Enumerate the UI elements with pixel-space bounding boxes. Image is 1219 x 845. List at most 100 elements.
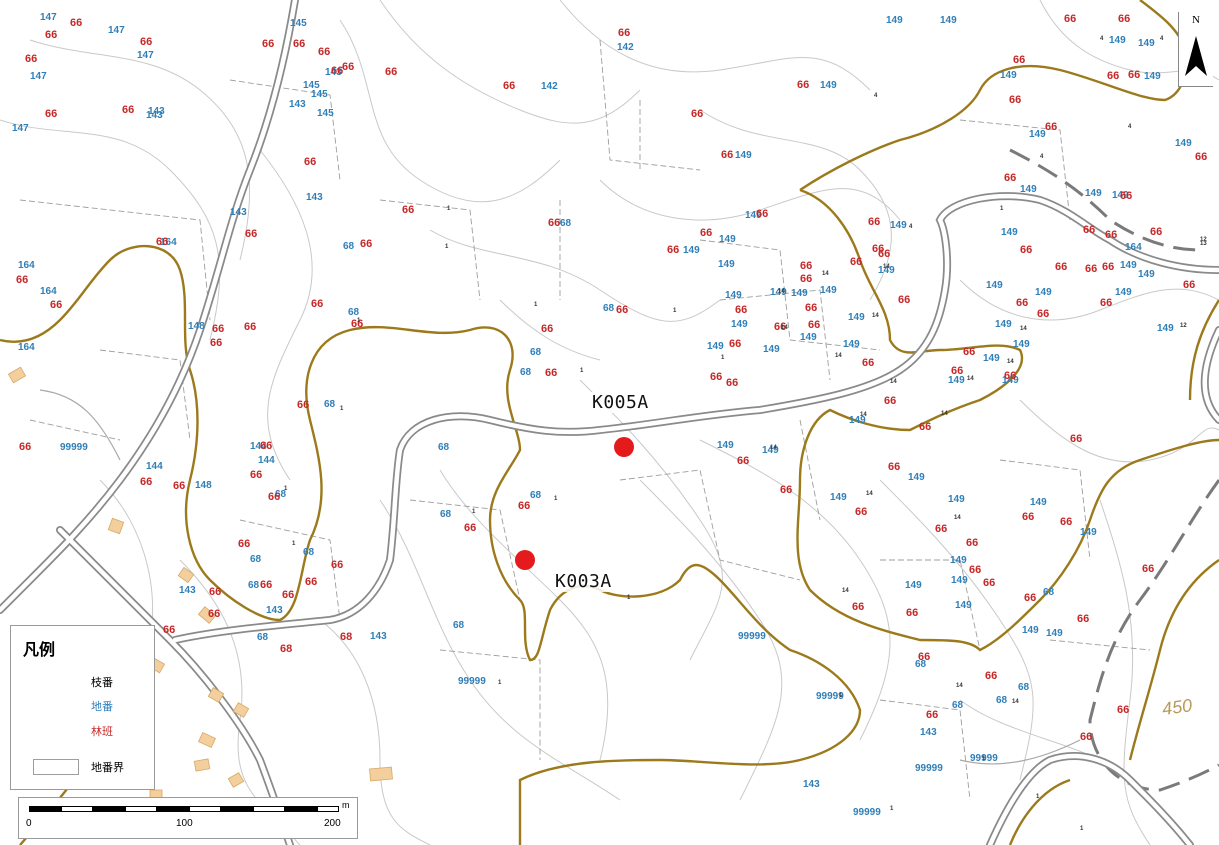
parcel-label: 143 — [230, 207, 247, 218]
sample-point-k003a[interactable] — [515, 550, 535, 570]
forest-label: 66 — [260, 579, 272, 591]
scale-segment — [221, 806, 253, 812]
forest-label: 66 — [1060, 516, 1072, 528]
parcel-label: 99999 — [816, 691, 844, 702]
forest-label: 66 — [1150, 226, 1162, 238]
forest-label: 66 — [729, 338, 741, 350]
parcel-label: 145 — [317, 108, 334, 119]
parcel-number-labels: 1471471471431451451421421431431431471471… — [12, 12, 1192, 818]
parcel-label: 99999 — [60, 442, 88, 453]
forest-label: 66 — [297, 399, 309, 411]
scale-bar: 0 100 200 m — [18, 797, 358, 839]
forest-label: 66 — [16, 274, 28, 286]
parcel-label: 149 — [1120, 260, 1137, 271]
branch-label: 14 — [883, 264, 890, 270]
parcel-label: 143 — [920, 727, 937, 738]
parcel-label: 149 — [1085, 188, 1102, 199]
forest-label: 66 — [1055, 261, 1067, 273]
parcel-label: 149 — [950, 555, 967, 566]
parcel-label: 145 — [290, 18, 307, 29]
branch-label: 14 — [770, 445, 777, 451]
parcel-label: 149 — [983, 353, 1000, 364]
forest-label: 66 — [25, 53, 37, 65]
branch-label: 1 — [445, 244, 449, 250]
scale-segment — [29, 806, 61, 812]
parcel-label: 68 — [303, 547, 315, 558]
forest-label: 66 — [1080, 731, 1092, 743]
branch-label: 14 — [1020, 326, 1027, 332]
branch-label: 1 — [284, 486, 288, 492]
forest-label: 66 — [1102, 261, 1114, 273]
branch-label: 12 — [1180, 323, 1187, 329]
parcel-label: 149 — [995, 319, 1012, 330]
scale-segment — [253, 806, 285, 812]
forest-label: 66 — [342, 61, 354, 73]
forest-label: 66 — [305, 576, 317, 588]
forest-label: 66 — [963, 346, 975, 358]
parcel-label: 147 — [12, 123, 29, 134]
forest-label: 66 — [966, 537, 978, 549]
parcel-label: 149 — [800, 332, 817, 343]
north-arrow-icon — [1185, 36, 1207, 76]
north-label: N — [1192, 14, 1200, 26]
forest-label: 66 — [756, 208, 768, 220]
forest-label: 66 — [464, 522, 476, 534]
branch-label: 14 — [954, 515, 961, 521]
forest-label: 66 — [173, 480, 185, 492]
forest-label: 68 — [280, 643, 292, 655]
scale-segment — [189, 806, 221, 812]
branch-label: 1 — [1036, 794, 1040, 800]
forest-label: 66 — [163, 624, 175, 636]
forest-label: 66 — [268, 491, 280, 503]
scale-segment — [157, 806, 189, 812]
branch-label: 1 — [472, 509, 476, 515]
parcel-label: 149 — [886, 15, 903, 26]
forest-label: 66 — [1107, 70, 1119, 82]
parcel-label: 145 — [311, 89, 328, 100]
parcel-label: 149 — [1157, 323, 1174, 334]
parcel-label: 143 — [266, 605, 283, 616]
branch-label: 1 — [839, 693, 843, 699]
branch-label: 14 — [778, 289, 785, 295]
parcel-label: 143 — [325, 67, 342, 78]
parcel-label: 68 — [453, 620, 465, 631]
forest-label: 66 — [737, 455, 749, 467]
parcel-label: 68 — [343, 241, 355, 252]
parcel-label: 149 — [1115, 287, 1132, 298]
parcel-label: 149 — [1001, 227, 1018, 238]
parcel-label: 68 — [275, 489, 287, 500]
parcel-label: 149 — [718, 259, 735, 270]
north-arrow: N — [1178, 12, 1213, 87]
legend-branch-number: 枝番 — [91, 677, 113, 689]
forest-label: 66 — [1004, 172, 1016, 184]
parcel-label: 149 — [719, 234, 736, 245]
parcel-label: 144 — [258, 455, 275, 466]
parcel-label: 149 — [763, 344, 780, 355]
sample-point-k005a[interactable] — [614, 437, 634, 457]
parcel-label: 68 — [324, 399, 336, 410]
parcel-label: 68 — [530, 347, 542, 358]
branch-label: 1 — [498, 680, 502, 686]
parcel-label: 68 — [1018, 682, 1030, 693]
branch-label: 1 — [534, 302, 538, 308]
parcel-label: 143 — [803, 779, 820, 790]
forest-label: 66 — [919, 421, 931, 433]
forest-label: 66 — [1045, 121, 1057, 133]
forest-label: 66 — [862, 357, 874, 369]
parcel-label: 68 — [348, 307, 360, 318]
forest-label: 66 — [868, 216, 880, 228]
parcel-label: 68 — [530, 490, 542, 501]
forest-label: 66 — [1105, 229, 1117, 241]
forest-label: 66 — [1037, 308, 1049, 320]
parcel-label: 149 — [791, 288, 808, 299]
parcel-label: 149 — [762, 445, 779, 456]
forest-label: 66 — [969, 564, 981, 576]
branch-label: 14 — [967, 376, 974, 382]
parcel-label: 149 — [948, 375, 965, 386]
parcel-label: 149 — [717, 440, 734, 451]
parcel-label: 149 — [1002, 375, 1019, 386]
parcel-label: 68 — [440, 509, 452, 520]
legend-parcel-number: 地番 — [91, 701, 113, 713]
